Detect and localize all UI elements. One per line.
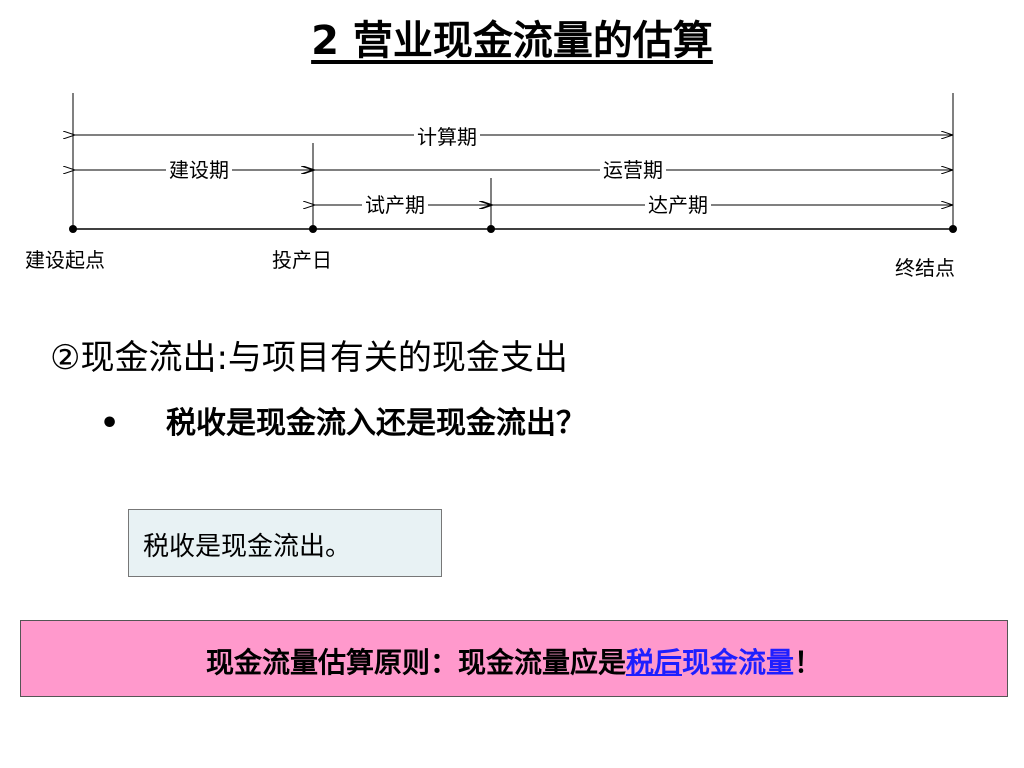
trial-period-label: 试产期: [362, 193, 428, 217]
end-point-label: 终结点: [895, 256, 955, 280]
trial-end-point-dot: [487, 225, 495, 233]
question-text: 税收是现金流入还是现金流出？: [166, 406, 586, 441]
principle-box: 现金流量估算原则：现金流量应是税后现金流量！: [20, 620, 1008, 697]
project-timeline-diagram: [0, 93, 957, 233]
principle-prefix: 现金流量估算原则：现金流量应是: [205, 646, 626, 679]
full-production-label: 达产期: [645, 193, 711, 217]
principle-suffix: ！: [794, 646, 823, 679]
bullet-marker: •: [100, 406, 120, 441]
principle-keyword: 现金流量: [682, 646, 795, 679]
end-point-dot: [949, 225, 957, 233]
answer-box: 税收是现金流出。: [128, 509, 442, 577]
question-bullet: • 税收是现金流入还是现金流出？: [100, 398, 586, 442]
calc-period-label: 计算期: [414, 125, 480, 149]
production-point-label: 投产日: [272, 248, 332, 272]
start-point-dot: [69, 225, 77, 233]
start-point-label: 建设起点: [25, 248, 105, 272]
slide-title: 2 营业现金流量的估算: [311, 18, 713, 64]
construction-period-label: 建设期: [166, 158, 232, 182]
answer-text: 税收是现金流出。: [143, 532, 352, 562]
cash-outflow-heading: ②现金流出:与项目有关的现金支出: [50, 338, 568, 378]
operation-period-label: 运营期: [600, 158, 666, 182]
after-tax-link[interactable]: 税后: [625, 646, 682, 679]
production-point-dot: [309, 225, 317, 233]
